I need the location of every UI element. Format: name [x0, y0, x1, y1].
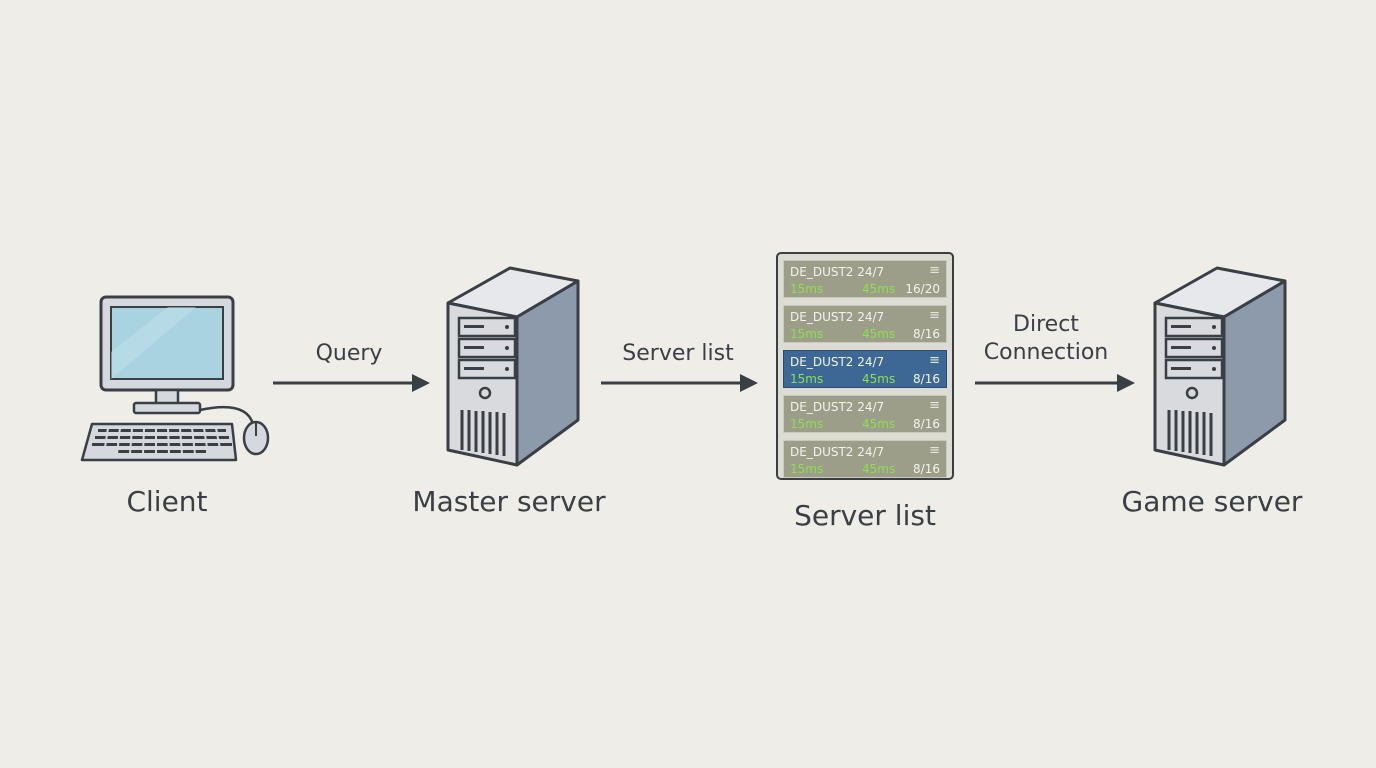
direct-connection-arrow	[975, 374, 1135, 392]
server-name: DE_DUST2 24/7	[790, 310, 885, 324]
server-list-row[interactable]: DE_DUST2 24/7 15ms 45ms 8/16 ≡	[783, 305, 947, 343]
server-ping: 45ms	[862, 462, 896, 476]
menu-icon: ≡	[929, 263, 940, 278]
menu-icon: ≡	[929, 353, 940, 368]
server-ping: 45ms	[862, 417, 896, 431]
direct-connection-line1: Direct	[1013, 312, 1079, 337]
query-label: Query	[315, 341, 383, 366]
query-arrow	[273, 374, 430, 392]
server-players: 8/16	[913, 327, 940, 341]
server-list-row[interactable]: DE_DUST2 24/7 15ms 45ms 8/16 ≡	[783, 350, 947, 388]
master-server-label: Master server	[412, 485, 606, 518]
server-list-arrow	[601, 374, 758, 392]
client-label: Client	[126, 485, 208, 518]
server-players: 8/16	[913, 417, 940, 431]
server-ping: 15ms	[790, 372, 824, 386]
server-ping: 45ms	[862, 282, 896, 296]
server-list-row[interactable]: DE_DUST2 24/7 15ms 45ms 8/16 ≡	[783, 395, 947, 433]
server-players: 16/20	[905, 282, 940, 296]
menu-icon: ≡	[929, 398, 940, 413]
master-server-icon	[446, 266, 580, 467]
server-players: 8/16	[913, 462, 940, 476]
server-ping: 45ms	[862, 327, 896, 341]
server-name: DE_DUST2 24/7	[790, 265, 885, 279]
server-name: DE_DUST2 24/7	[790, 355, 885, 369]
server-list-row[interactable]: DE_DUST2 24/7 15ms 45ms 16/20 ≡	[783, 260, 947, 298]
server-ping: 15ms	[790, 327, 824, 341]
menu-icon: ≡	[929, 308, 940, 323]
server-list-row[interactable]: DE_DUST2 24/7 15ms 45ms 8/16 ≡	[783, 440, 947, 478]
client-computer-icon	[80, 295, 270, 462]
server-name: DE_DUST2 24/7	[790, 400, 885, 414]
game-server-label: Game server	[1121, 485, 1303, 518]
server-ping: 15ms	[790, 462, 824, 476]
direct-connection-label: Direct Connection	[984, 311, 1108, 367]
menu-icon: ≡	[929, 443, 940, 458]
direct-connection-line2: Connection	[983, 340, 1109, 365]
server-list-edge-label: Server list	[622, 341, 734, 366]
server-ping: 15ms	[790, 417, 824, 431]
server-ping: 45ms	[862, 372, 896, 386]
server-list-label: Server list	[794, 499, 936, 532]
server-ping: 15ms	[790, 282, 824, 296]
game-server-icon	[1153, 266, 1287, 467]
server-name: DE_DUST2 24/7	[790, 445, 885, 459]
server-players: 8/16	[913, 372, 940, 386]
